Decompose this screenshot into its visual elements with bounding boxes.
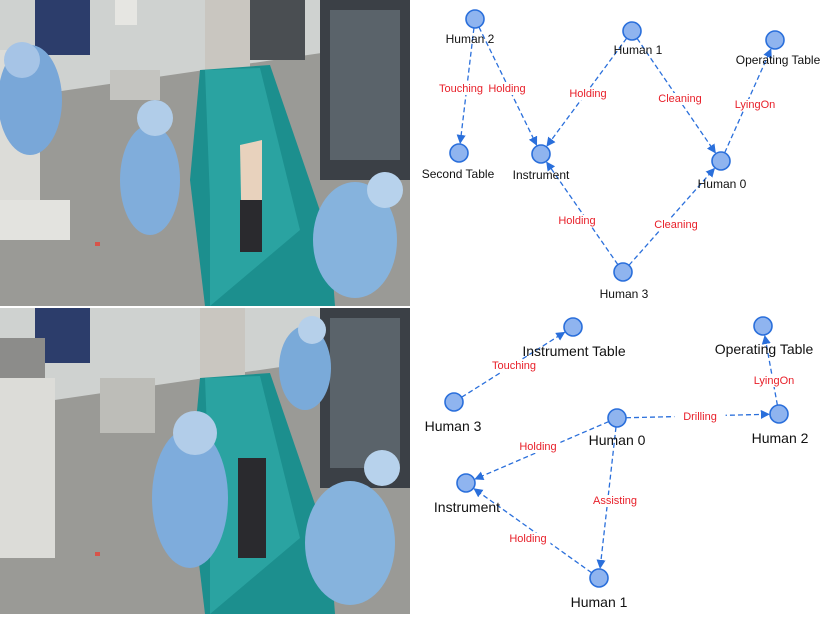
node-instrument bbox=[456, 473, 476, 493]
edge-label-bg bbox=[435, 83, 487, 95]
node-human3 bbox=[613, 262, 633, 282]
edge-label-bg bbox=[505, 533, 551, 545]
node-label-human0: Human 0 bbox=[589, 432, 646, 448]
edge-label-bg bbox=[484, 83, 530, 95]
edge-label-bg bbox=[654, 93, 706, 105]
node-label-human2: Human 2 bbox=[446, 32, 495, 46]
edge-label-holding: Holding bbox=[569, 88, 606, 100]
edge-human3-instrument bbox=[546, 161, 619, 265]
edge-label-bg bbox=[586, 495, 644, 507]
node-human3 bbox=[444, 392, 464, 412]
edge-label-bg bbox=[488, 360, 540, 372]
node-label-secondtable: Second Table bbox=[422, 167, 495, 181]
node-label-human1: Human 1 bbox=[614, 43, 663, 57]
node-label-human1: Human 1 bbox=[571, 594, 628, 610]
node-human1 bbox=[589, 568, 609, 588]
edge-label-bg bbox=[751, 375, 797, 387]
node-label-optable: Operating Table bbox=[736, 53, 821, 67]
node-instrument bbox=[531, 144, 551, 164]
edge-label-holding: Holding bbox=[558, 215, 595, 227]
node-human1 bbox=[622, 21, 642, 41]
operating-room-photo-top bbox=[0, 0, 410, 306]
node-optable bbox=[765, 30, 785, 50]
node-human0 bbox=[711, 151, 731, 171]
node-label-instrument: Instrument bbox=[513, 168, 570, 182]
operating-room-scene-top bbox=[0, 0, 410, 306]
node-label-insttable: Instrument Table bbox=[522, 343, 625, 359]
edge-human3-human0 bbox=[628, 167, 715, 266]
edge-label-lyingon: LyingOn bbox=[754, 375, 795, 387]
node-label-human2: Human 2 bbox=[752, 430, 809, 446]
node-label-optable: Operating Table bbox=[715, 341, 814, 357]
node-label-human3: Human 3 bbox=[425, 418, 482, 434]
node-human0 bbox=[607, 408, 627, 428]
operating-room-scene-bottom bbox=[0, 308, 410, 614]
node-label-human0: Human 0 bbox=[698, 177, 747, 191]
edge-label-bg bbox=[515, 441, 561, 453]
edge-label-bg bbox=[565, 88, 611, 100]
edge-label-assisting: Assisting bbox=[593, 495, 637, 507]
edge-label-bg bbox=[650, 219, 702, 231]
edge-label-holding: Holding bbox=[519, 441, 556, 453]
edge-label-lyingon: LyingOn bbox=[735, 99, 776, 111]
edge-label-holding: Holding bbox=[488, 83, 525, 95]
edge-label-touching: Touching bbox=[439, 83, 483, 95]
edge-label-bg bbox=[674, 411, 726, 423]
node-label-instrument: Instrument bbox=[434, 499, 500, 515]
edge-human2-optable bbox=[761, 334, 779, 406]
node-label-human3: Human 3 bbox=[600, 287, 649, 301]
edge-label-holding: Holding bbox=[509, 533, 546, 545]
edge-human1-human0 bbox=[636, 38, 716, 154]
edge-label-bg bbox=[732, 99, 778, 111]
edge-label-touching: Touching bbox=[492, 360, 536, 372]
node-optable bbox=[753, 316, 773, 336]
edge-label-drilling: Drilling bbox=[683, 411, 717, 423]
edge-label-cleaning: Cleaning bbox=[658, 93, 701, 105]
node-secondtable bbox=[449, 143, 469, 163]
edge-human1-instrument bbox=[473, 488, 593, 574]
node-human2 bbox=[769, 404, 789, 424]
node-insttable bbox=[563, 317, 583, 337]
node-human2 bbox=[465, 9, 485, 29]
edge-label-cleaning: Cleaning bbox=[654, 219, 697, 231]
edge-label-bg bbox=[554, 215, 600, 227]
operating-room-photo-bottom bbox=[0, 308, 410, 614]
scene-graph-canvas-bottom: TouchingLyingOnDrillingHoldingAssistingH… bbox=[425, 316, 814, 610]
